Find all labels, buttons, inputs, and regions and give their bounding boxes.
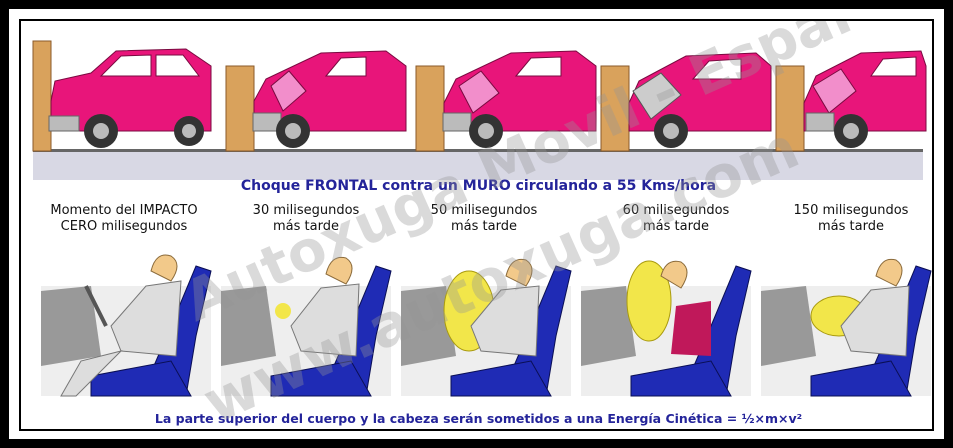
label-frame-150ms: 150 milisegundos más tarde [766, 203, 932, 235]
label-line1: Momento del IMPACTO [50, 203, 198, 218]
label-line1: 150 milisegundos [793, 203, 909, 218]
occupant-frame-60ms [581, 260, 752, 397]
car-frame-150ms [775, 50, 927, 152]
label-frame-60ms: 60 milisegundos más tarde [591, 203, 761, 235]
occupant-frame-30ms [221, 256, 392, 397]
road-strip [33, 149, 923, 180]
label-line2: más tarde [818, 219, 884, 234]
occupant-frame-0ms [41, 254, 212, 397]
figure-frame: Choque FRONTAL contra un MURO circulando… [6, 6, 947, 442]
label-frame-0ms: Momento del IMPACTO CERO milisegundos [39, 203, 209, 235]
car-frame-30ms [225, 50, 407, 152]
car-frame-0ms [32, 40, 212, 152]
figure-inner: Choque FRONTAL contra un MURO circulando… [19, 19, 934, 431]
label-line2: CERO milisegundos [60, 219, 188, 234]
occupant-frame-50ms [401, 258, 572, 397]
label-line1: 30 milisegundos [252, 203, 360, 218]
label-line2: más tarde [643, 219, 709, 234]
label-line1: 50 milisegundos [430, 203, 538, 218]
caption-crash: Choque FRONTAL contra un MURO circulando… [240, 178, 717, 194]
label-line2: más tarde [273, 219, 339, 234]
occupant-sequence [41, 254, 932, 397]
label-line2: más tarde [451, 219, 517, 234]
car-frame-50ms [415, 50, 597, 152]
label-line1: 60 milisegundos [622, 203, 730, 218]
label-frame-50ms: 50 milisegundos más tarde [399, 203, 569, 235]
car-crash-sequence [32, 40, 927, 152]
car-frame-60ms [600, 52, 772, 152]
frame-labels: Momento del IMPACTO CERO milisegundos 30… [21, 203, 932, 248]
label-frame-30ms: 30 milisegundos más tarde [221, 203, 391, 235]
bottom-caption: La parte superior del cuerpo y la cabeza… [154, 411, 803, 426]
occupant-frame-150ms [761, 258, 932, 397]
